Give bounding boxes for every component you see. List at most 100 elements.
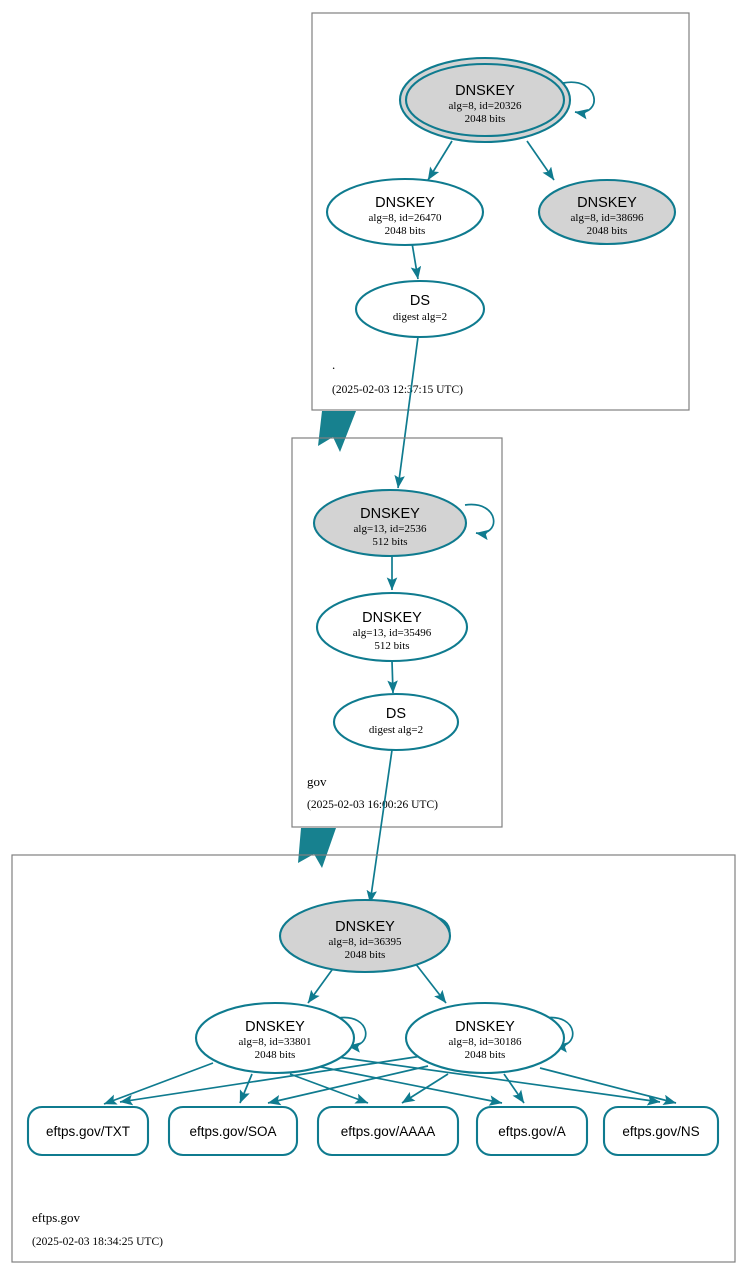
zone-gov-timestamp: (2025-02-03 16:00:26 UTC) xyxy=(307,799,438,811)
rrset-eftps-ns[interactable]: eftps.gov/NS xyxy=(602,1105,720,1157)
edge-selfsign-eftps-zsk33801 xyxy=(337,1016,367,1053)
edge-root-ksk-to-zsk26470 xyxy=(427,140,453,181)
node-eftps-zsk-30186-title: DNSKEY xyxy=(455,1019,515,1035)
rrset-eftps-soa[interactable]: eftps.gov/SOA xyxy=(167,1105,299,1157)
node-eftps-ksk[interactable]: DNSKEY alg=8, id=36395 2048 bits xyxy=(278,898,452,974)
node-root-zsk-38696-title: DNSKEY xyxy=(577,195,637,211)
zone-root-timestamp: (2025-02-03 12:37:15 UTC) xyxy=(332,384,463,396)
rrset-eftps-txt-box xyxy=(26,1105,150,1157)
node-root-zsk-38696-shape xyxy=(537,178,677,246)
zone-eftps-timestamp: (2025-02-03 18:34:25 UTC) xyxy=(32,1236,163,1248)
node-gov-zsk-title: DNSKEY xyxy=(362,610,422,626)
edge-selfsign-gov-ksk xyxy=(464,503,495,541)
node-eftps-zsk-30186-shape xyxy=(404,1001,566,1075)
node-eftps-ksk-title: DNSKEY xyxy=(335,919,395,935)
node-root-ksk[interactable]: DNSKEY alg=8, id=20326 2048 bits xyxy=(398,56,572,144)
zone-root-border xyxy=(311,12,690,411)
node-gov-ds[interactable]: DS digest alg=2 xyxy=(332,692,460,752)
node-gov-ds-line2: digest alg=2 xyxy=(369,724,423,736)
edge-zsk33801-to-a xyxy=(315,1065,503,1106)
node-eftps-zsk-30186-line3: 2048 bits xyxy=(465,1049,506,1061)
zone-root-edges xyxy=(410,81,595,280)
node-gov-ksk-line2: alg=13, id=2536 xyxy=(354,523,427,535)
edge-root-zsk-to-ds xyxy=(410,242,422,280)
node-eftps-zsk-33801-shape xyxy=(194,1001,356,1075)
edge-delegation-root-to-gov xyxy=(394,336,419,489)
edge-selfsign-root-ksk xyxy=(562,81,595,120)
edge-zsk30186-to-a xyxy=(503,1073,525,1104)
edge-root-ksk-to-zsk38696 xyxy=(526,140,555,181)
node-root-ksk-line2: alg=8, id=20326 xyxy=(449,100,522,112)
zone-gov-edges xyxy=(386,503,495,694)
edge-zsk33801-to-txt xyxy=(103,1062,214,1105)
edge-zsk30186-to-soa xyxy=(267,1065,429,1106)
edge-zsk33801-to-soa xyxy=(239,1073,253,1104)
node-root-ksk-line3: 2048 bits xyxy=(465,113,506,125)
node-gov-ksk[interactable]: DNSKEY alg=13, id=2536 512 bits xyxy=(312,488,468,558)
node-gov-ksk-line3: 512 bits xyxy=(372,536,407,548)
node-eftps-zsk-30186-line2: alg=8, id=30186 xyxy=(449,1036,522,1048)
edge-zsk33801-to-ns xyxy=(329,1055,661,1106)
edge-zone-arrow-root-to-gov xyxy=(318,411,356,452)
zone-eftps: DNSKEY alg=8, id=36395 2048 bits DNSKEY … xyxy=(11,854,736,1263)
rrset-eftps-a-label: eftps.gov/A xyxy=(498,1124,566,1139)
node-eftps-zsk-30186[interactable]: DNSKEY alg=8, id=30186 2048 bits xyxy=(404,1001,566,1075)
edges-zsk30186-to-rrsets xyxy=(119,1055,677,1106)
edge-gov-zsk-to-ds xyxy=(387,660,398,694)
node-eftps-zsk-33801[interactable]: DNSKEY alg=8, id=33801 2048 bits xyxy=(194,1001,356,1075)
rrset-eftps-aaaa-box xyxy=(316,1105,460,1157)
node-gov-ds-title: DS xyxy=(386,706,406,722)
rrset-eftps-ns-label: eftps.gov/NS xyxy=(622,1124,699,1139)
zone-root-label: . xyxy=(332,357,335,372)
edge-zsk30186-to-txt xyxy=(119,1055,423,1106)
zone-gov: DNSKEY alg=13, id=2536 512 bits DNSKEY a… xyxy=(291,437,503,828)
node-gov-ksk-shape xyxy=(312,488,468,558)
edge-zsk30186-to-ns xyxy=(539,1067,677,1105)
node-gov-ksk-title: DNSKEY xyxy=(360,506,420,522)
node-root-zsk-38696-line3: 2048 bits xyxy=(587,225,628,237)
edges-zsk33801-to-rrsets xyxy=(103,1055,661,1106)
node-eftps-ksk-line2: alg=8, id=36395 xyxy=(329,936,402,948)
node-gov-zsk-line3: 512 bits xyxy=(374,640,409,652)
edge-delegation-gov-to-eftps xyxy=(366,749,393,904)
node-root-ds[interactable]: DS digest alg=2 xyxy=(354,279,486,339)
node-root-zsk-26470-title: DNSKEY xyxy=(375,195,435,211)
node-eftps-ksk-shape xyxy=(278,898,452,974)
rrset-eftps-soa-box xyxy=(167,1105,299,1157)
node-gov-ds-shape xyxy=(332,692,460,752)
zone-root: DNSKEY alg=8, id=20326 2048 bits DNSKEY … xyxy=(311,12,690,411)
rrset-eftps-txt-label: eftps.gov/TXT xyxy=(46,1124,130,1139)
node-gov-zsk-shape xyxy=(315,591,469,663)
node-eftps-ksk-line3: 2048 bits xyxy=(345,949,386,961)
edge-zsk30186-to-aaaa xyxy=(401,1073,449,1104)
rrset-eftps-txt[interactable]: eftps.gov/TXT xyxy=(26,1105,150,1157)
node-eftps-zsk-33801-line3: 2048 bits xyxy=(255,1049,296,1061)
node-eftps-zsk-33801-line2: alg=8, id=33801 xyxy=(239,1036,312,1048)
edge-zone-arrow-gov-to-eftps xyxy=(298,828,336,868)
zone-eftps-border xyxy=(11,854,736,1263)
node-root-zsk-26470-line2: alg=8, id=26470 xyxy=(369,212,442,224)
zone-gov-label: gov xyxy=(307,774,327,789)
node-root-ds-line2: digest alg=2 xyxy=(393,311,447,323)
rrset-eftps-a[interactable]: eftps.gov/A xyxy=(475,1105,589,1157)
node-gov-zsk[interactable]: DNSKEY alg=13, id=35496 512 bits xyxy=(315,591,469,663)
node-root-zsk-38696-line2: alg=8, id=38696 xyxy=(571,212,644,224)
rrset-eftps-a-box xyxy=(475,1105,589,1157)
node-root-ksk-outer xyxy=(398,56,572,144)
rrset-eftps-aaaa-label: eftps.gov/AAAA xyxy=(341,1124,436,1139)
node-root-ds-title: DS xyxy=(410,293,430,309)
zone-eftps-label: eftps.gov xyxy=(32,1210,81,1225)
node-root-ksk-inner xyxy=(404,62,566,138)
node-root-zsk-26470[interactable]: DNSKEY alg=8, id=26470 2048 bits xyxy=(325,177,485,247)
node-gov-zsk-line2: alg=13, id=35496 xyxy=(353,627,432,639)
rrset-eftps-soa-label: eftps.gov/SOA xyxy=(189,1124,276,1139)
rrset-eftps-aaaa[interactable]: eftps.gov/AAAA xyxy=(316,1105,460,1157)
edge-eftps-ksk-to-zsk30186 xyxy=(414,962,447,1004)
rrset-eftps-ns-box xyxy=(602,1105,720,1157)
node-root-zsk-38696[interactable]: DNSKEY alg=8, id=38696 2048 bits xyxy=(537,178,677,246)
node-root-zsk-26470-shape xyxy=(325,177,485,247)
node-root-zsk-26470-line3: 2048 bits xyxy=(385,225,426,237)
zone-gov-border xyxy=(291,437,503,828)
node-root-ksk-title: DNSKEY xyxy=(455,83,515,99)
